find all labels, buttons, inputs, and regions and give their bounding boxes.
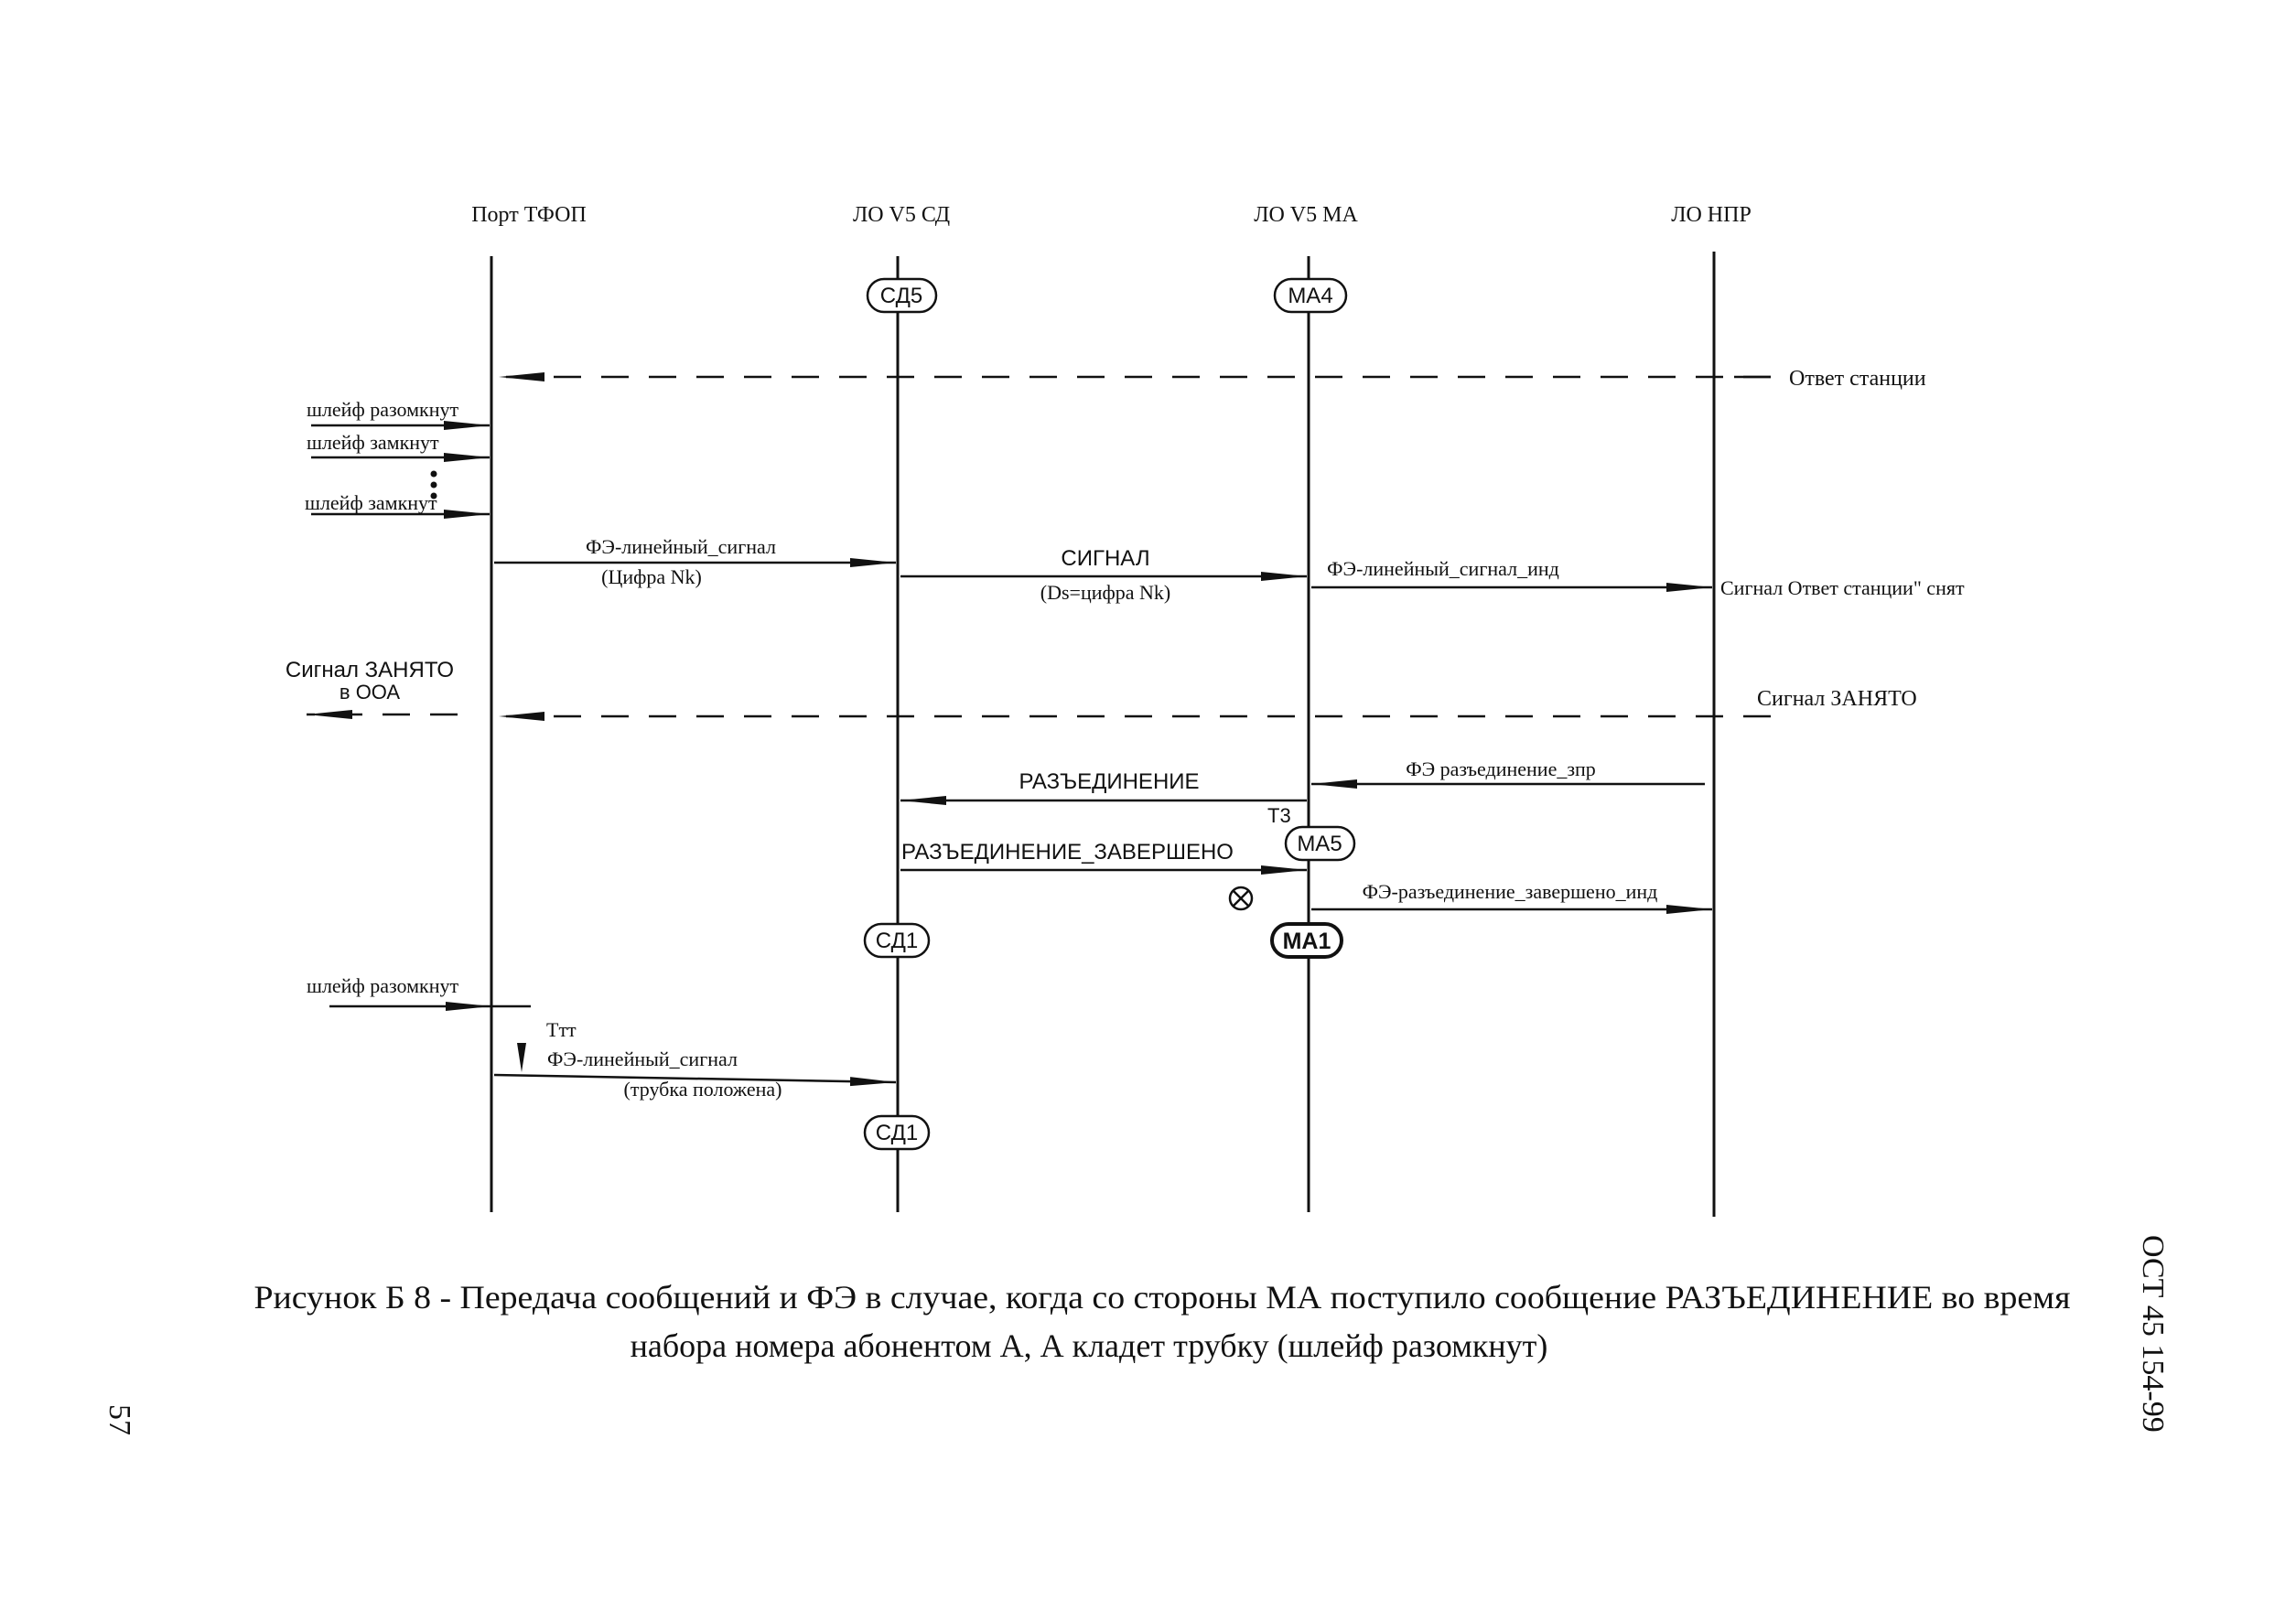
msg-fe-lin-signal-1: ФЭ-линейный_сигнал xyxy=(586,535,776,558)
msg-fe-lin-signal-2-line xyxy=(493,1073,897,1087)
svg-text:СД5: СД5 xyxy=(880,284,922,308)
msg-razedinenie-zaversheno: РАЗЪЕДИНЕНИЕ_ЗАВЕРШЕНО xyxy=(901,840,1234,865)
msg-signal-zanyato: Сигнал ЗАНЯТО xyxy=(1757,687,1917,711)
msg-shleif-zamknut-1: шлейф замкнут xyxy=(307,431,439,454)
ellipsis-dot xyxy=(430,481,437,489)
msg-shleif-razomknut-2: шлейф разомкнут xyxy=(307,974,459,997)
figure-caption-line-1: Рисунок Б 8 - Передача сообщений и ФЭ в … xyxy=(254,1279,2071,1316)
timer-ttt: Ттт xyxy=(546,1018,577,1041)
msg-shleif-razomknut-1: шлейф разомкнут xyxy=(307,398,459,421)
svg-text:МА4: МА4 xyxy=(1288,284,1332,308)
state-ma1: МА1 xyxy=(1270,922,1343,959)
page-number: 57 xyxy=(102,1404,136,1435)
msg-fe-lin-signal-1-param: (Цифра Nk) xyxy=(601,565,702,588)
standard-code: ОСТ 45 154-99 xyxy=(2136,1235,2170,1433)
ellipsis-dot xyxy=(430,470,437,478)
msg-signal: СИГНАЛ xyxy=(1061,546,1149,571)
state-ma5: МА5 xyxy=(1284,825,1356,862)
state-sd1-a: СД1 xyxy=(863,922,931,959)
timer-stop-icon xyxy=(1228,886,1254,911)
lane-header-ma: ЛО V5 МА xyxy=(1254,203,1358,227)
msg-razedinenie: РАЗЪЕДИНЕНИЕ xyxy=(1019,769,1199,794)
msg-signal-zanyato-ooa-2: в ООА xyxy=(340,681,401,704)
msg-signal-zanyato-ooa-1: Сигнал ЗАНЯТО xyxy=(286,658,454,682)
figure-caption-line-2: набора номера абонентом А, А кладет труб… xyxy=(631,1327,1548,1364)
svg-text:СД1: СД1 xyxy=(876,1121,918,1145)
svg-text:МА1: МА1 xyxy=(1283,929,1331,954)
msg-shleif-zamknut-2: шлейф замкнут xyxy=(305,491,437,514)
state-ma4: МА4 xyxy=(1273,277,1348,314)
msg-fe-razed-zav-ind: ФЭ-разъединение_завершено_инд xyxy=(1363,880,1658,903)
state-sd5: СД5 xyxy=(866,277,938,314)
msg-signal-otvet-snyat: Сигнал Ответ станции" снят xyxy=(1720,576,1965,599)
timer-start-icon xyxy=(517,1043,526,1072)
msg-fe-lin-signal-ind: ФЭ-линейный_сигнал_инд xyxy=(1327,557,1559,580)
timer-t3: Т3 xyxy=(1267,804,1291,827)
svg-text:МА5: МА5 xyxy=(1297,832,1342,856)
msg-signal-param: (Ds=цифра Nk) xyxy=(1040,581,1170,604)
svg-text:СД1: СД1 xyxy=(876,929,918,953)
lane-header-sd: ЛО V5 СД xyxy=(853,203,950,227)
msg-otvet-stancii: Ответ станции xyxy=(1789,367,1926,391)
msg-fe-lin-signal-2: ФЭ-линейный_сигнал xyxy=(547,1047,738,1070)
state-sd1-b: СД1 xyxy=(863,1114,931,1151)
msg-fe-razed-zpr: ФЭ разъединение_зпр xyxy=(1406,757,1596,780)
ellipsis-dot xyxy=(430,492,437,499)
msg-fe-lin-signal-2-param: (трубка положена) xyxy=(624,1078,782,1101)
lane-header-tfop: Порт ТФОП xyxy=(471,203,587,227)
lane-header-npr: ЛО НПР xyxy=(1671,203,1752,227)
